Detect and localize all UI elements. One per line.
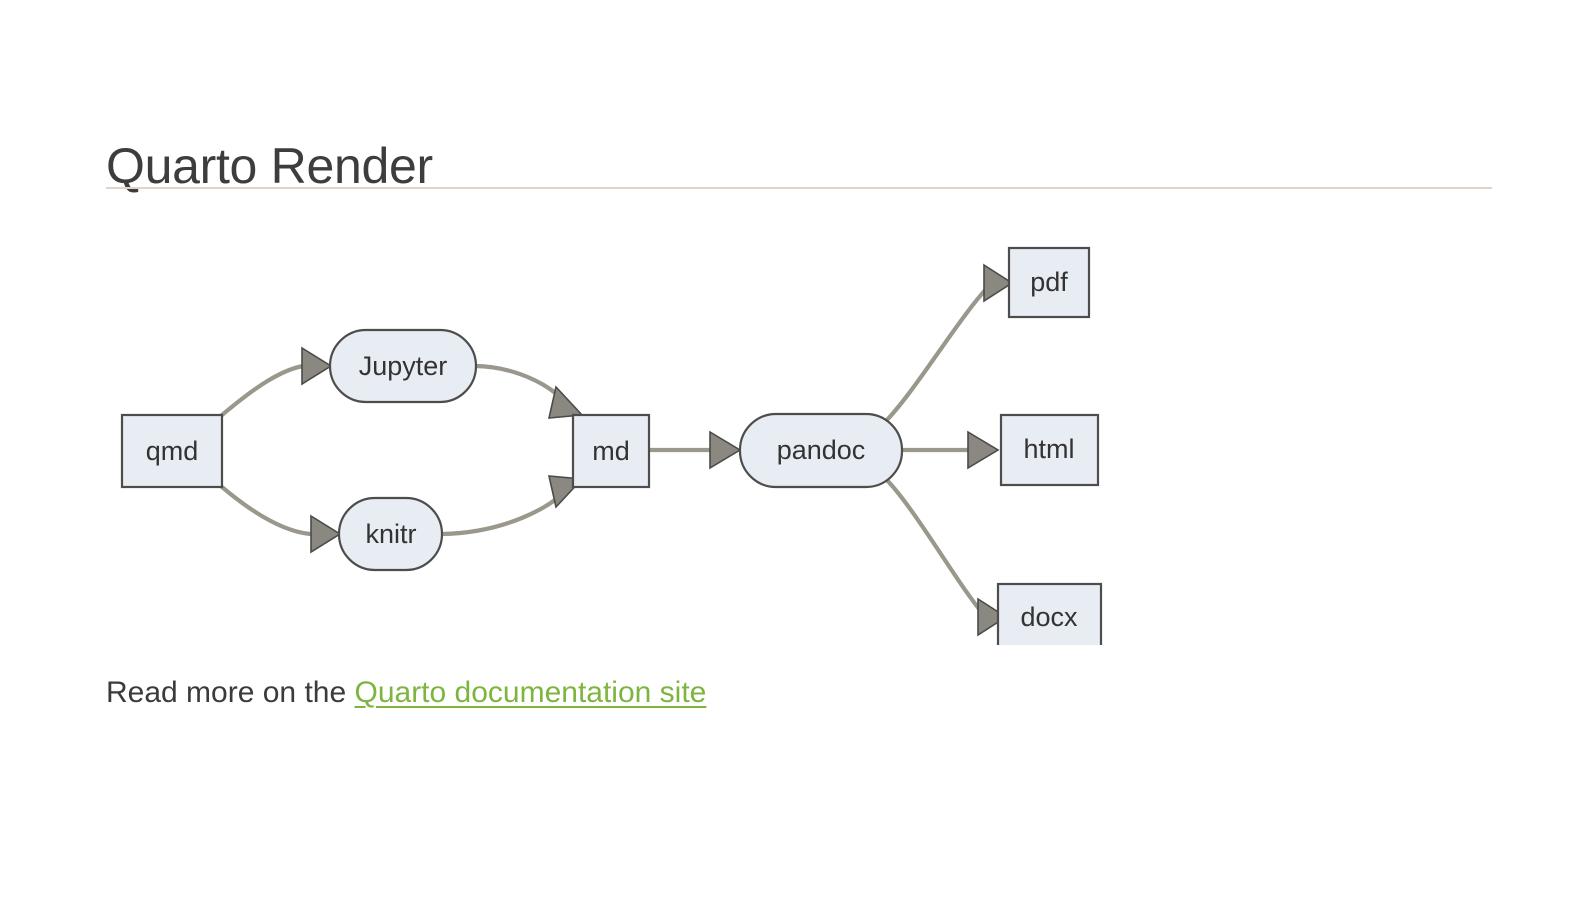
arrowhead-pdf-in bbox=[983, 263, 1014, 303]
arrowhead-group bbox=[301, 263, 1014, 637]
node-md-shape[interactable] bbox=[571, 413, 651, 489]
title-divider bbox=[106, 187, 1492, 189]
node-qmd-label: qmd bbox=[146, 436, 199, 466]
edge-qmd-to-knitr bbox=[219, 484, 313, 537]
edge-knitr-to-md bbox=[439, 486, 570, 537]
node-pdf[interactable]: pdf bbox=[1007, 246, 1091, 319]
node-html[interactable]: html bbox=[999, 413, 1100, 487]
edge-pandoc-to-pdf bbox=[881, 280, 995, 426]
node-qmd-shape[interactable] bbox=[120, 413, 224, 489]
node-docx[interactable]: docx bbox=[996, 582, 1103, 645]
node-pandoc[interactable]: pandoc bbox=[738, 412, 904, 489]
arrowhead-md-in-top bbox=[547, 385, 584, 419]
arrowhead-knitr-in bbox=[310, 514, 342, 554]
edge-pandoc-to-docx bbox=[881, 474, 989, 620]
node-pdf-shape[interactable] bbox=[1007, 246, 1091, 319]
arrowhead-html-in bbox=[967, 430, 1000, 470]
flowchart-svg: qmd Jupyter knitr md pandoc bbox=[120, 246, 1103, 645]
node-docx-shape[interactable] bbox=[996, 582, 1103, 645]
page-title: Quarto Render bbox=[106, 137, 433, 194]
node-jupyter[interactable]: Jupyter bbox=[328, 328, 478, 404]
arrowhead-pandoc-in bbox=[709, 430, 742, 470]
node-jupyter-shape[interactable] bbox=[328, 328, 478, 404]
node-docx-label: docx bbox=[1020, 602, 1078, 632]
node-jupyter-label: Jupyter bbox=[359, 351, 448, 381]
arrowhead-jupyter-in bbox=[301, 346, 333, 386]
footer-paragraph: Read more on the Quarto documentation si… bbox=[106, 672, 706, 714]
quarto-render-flowchart: qmd Jupyter knitr md pandoc bbox=[106, 215, 1166, 645]
node-qmd[interactable]: qmd bbox=[120, 413, 224, 489]
node-html-shape[interactable] bbox=[999, 413, 1100, 487]
node-html-label: html bbox=[1023, 434, 1074, 464]
footer-lead-text: Read more on the bbox=[106, 676, 355, 709]
arrowhead-docx-in bbox=[977, 597, 1008, 637]
node-md-label: md bbox=[592, 436, 630, 466]
node-knitr-shape[interactable] bbox=[337, 496, 444, 572]
quarto-documentation-link[interactable]: Quarto documentation site bbox=[354, 676, 707, 709]
edge-qmd-to-jupyter bbox=[219, 363, 306, 418]
node-knitr-label: knitr bbox=[365, 519, 416, 549]
node-pandoc-label: pandoc bbox=[777, 435, 866, 465]
node-md[interactable]: md bbox=[571, 413, 651, 489]
node-knitr[interactable]: knitr bbox=[337, 496, 444, 572]
node-pdf-label: pdf bbox=[1030, 267, 1068, 297]
node-pandoc-shape[interactable] bbox=[738, 412, 904, 489]
